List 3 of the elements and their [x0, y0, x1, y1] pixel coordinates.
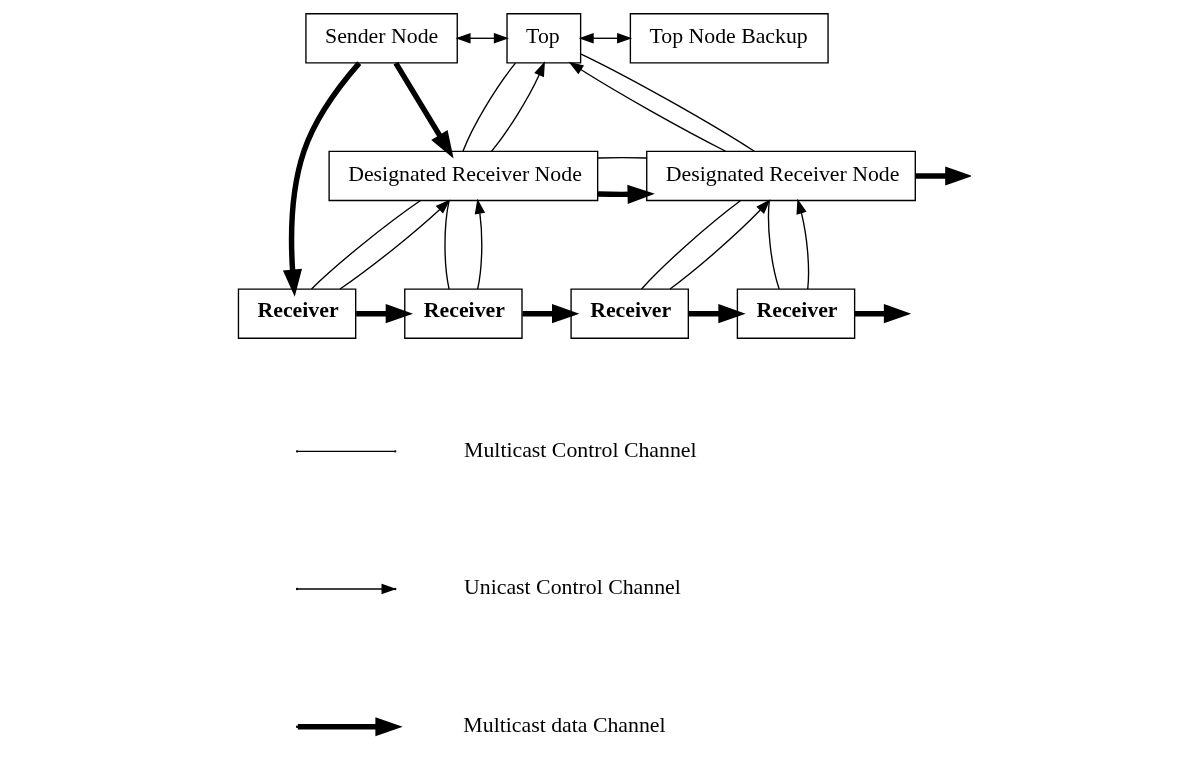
- legend-label: Multicast Control Channel: [464, 437, 697, 462]
- legend-label: Multicast data Channel: [463, 712, 666, 737]
- legend-label: Unicast Control Channel: [464, 575, 681, 600]
